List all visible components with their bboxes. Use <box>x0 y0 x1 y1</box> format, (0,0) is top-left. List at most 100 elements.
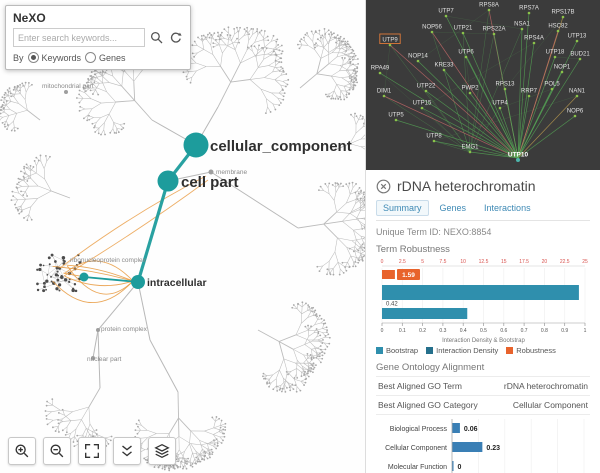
search-icon[interactable] <box>148 30 164 46</box>
gene-node[interactable] <box>394 118 398 122</box>
tree-node-label[interactable]: intracellular <box>147 277 207 289</box>
gene-node-label[interactable]: UTP13 <box>568 34 587 40</box>
gene-node-label[interactable]: NSA1 <box>514 22 530 28</box>
tree-node-label-small[interactable]: mitochondrial part <box>42 83 94 90</box>
gene-node-label[interactable]: RPS7A <box>519 6 539 12</box>
gene-node-label[interactable]: UTP7 <box>438 9 454 15</box>
gene-node[interactable] <box>461 31 465 35</box>
tree-node-label[interactable]: cellular_component <box>210 138 352 155</box>
gene-node[interactable] <box>527 94 531 98</box>
gene-node-label[interactable]: UTP8 <box>426 134 442 140</box>
gene-node[interactable] <box>498 106 502 110</box>
gene-node[interactable] <box>503 87 507 91</box>
gene-node-label[interactable]: UTP18 <box>546 50 565 56</box>
gene-node[interactable] <box>561 15 565 19</box>
zoom-in-button[interactable] <box>8 437 36 465</box>
gene-node-label[interactable]: RPS13 <box>495 82 515 88</box>
gene-node[interactable] <box>378 71 382 75</box>
ontology-node[interactable] <box>183 132 209 158</box>
gene-node-label[interactable]: UTP22 <box>417 84 436 90</box>
gene-node[interactable] <box>487 8 491 12</box>
gene-node-label[interactable]: PWP2 <box>461 86 479 92</box>
gene-node[interactable] <box>444 14 448 18</box>
gene-node-label[interactable]: NOP56 <box>422 25 442 31</box>
gene-node[interactable] <box>578 57 582 61</box>
gene-node-label[interactable]: UTP21 <box>454 26 473 32</box>
go-category-label: Best Aligned GO Category <box>376 395 492 415</box>
tree-node-label-small[interactable]: nuclear part <box>87 356 122 363</box>
gene-network-svg[interactable]: UTP7 RPS8A RPS7A RPS17B NOP56 UTP21 RPS22A NSA1… <box>366 0 600 170</box>
gene-node-label[interactable]: UTP9 <box>382 38 398 44</box>
gene-node-label[interactable]: UTP15 <box>413 101 432 107</box>
ontology-node[interactable] <box>157 170 179 192</box>
tree-node-label-small[interactable]: membrane <box>216 169 247 176</box>
gene-node-label[interactable]: POL5 <box>544 82 560 88</box>
gene-node[interactable] <box>560 70 564 74</box>
gene-node-label[interactable]: RPS4A <box>524 36 544 42</box>
gene-node[interactable] <box>416 59 420 63</box>
fit-to-screen-button[interactable] <box>78 437 106 465</box>
tab-interactions[interactable]: Interactions <box>484 203 531 213</box>
gene-node-label[interactable]: NOP14 <box>408 54 428 60</box>
ontology-node[interactable] <box>79 272 89 282</box>
gene-node[interactable] <box>573 114 577 118</box>
gene-node-label[interactable]: UTP10 <box>508 152 529 159</box>
gene-node-label[interactable]: RPS8A <box>479 3 499 9</box>
gene-node[interactable] <box>382 94 386 98</box>
gene-node[interactable] <box>520 27 524 31</box>
gene-node[interactable] <box>430 30 434 34</box>
tree-node-label[interactable]: cell part <box>181 174 239 191</box>
layers-button[interactable] <box>148 437 176 465</box>
gene-node[interactable] <box>468 91 472 95</box>
gene-node[interactable] <box>575 94 579 98</box>
radio-keywords-circle[interactable] <box>27 52 39 63</box>
ontology-node[interactable] <box>131 275 145 289</box>
tree-node-label-small[interactable]: ribonucleoprotein complex <box>70 257 147 264</box>
gene-node[interactable] <box>553 55 557 59</box>
gene-node[interactable] <box>575 39 579 43</box>
zoom-out-button[interactable] <box>43 437 71 465</box>
gene-node[interactable] <box>464 55 468 59</box>
gene-node[interactable] <box>556 29 560 33</box>
gene-node[interactable] <box>442 68 446 72</box>
radio-keywords[interactable]: Keywords <box>27 52 81 63</box>
search-input[interactable] <box>13 28 145 47</box>
gene-node[interactable] <box>424 89 428 93</box>
gene-node-label[interactable]: UTP4 <box>492 101 508 107</box>
gene-node-label[interactable]: NOP1 <box>554 65 571 71</box>
collapse-tree-button[interactable] <box>113 437 141 465</box>
gene-node-label[interactable]: NOP6 <box>567 109 584 115</box>
gene-network-panel[interactable]: UTP7 RPS8A RPS7A RPS17B NOP56 UTP21 RPS22A NSA1… <box>366 0 600 170</box>
gene-node[interactable] <box>432 139 436 143</box>
gene-node[interactable] <box>532 41 536 45</box>
gene-node-label[interactable]: RPS17B <box>551 10 574 16</box>
gene-node-label[interactable]: UTP5 <box>388 113 404 119</box>
gene-node-label[interactable]: UTP6 <box>458 50 474 56</box>
gene-node[interactable] <box>516 158 520 162</box>
gene-node[interactable] <box>388 43 392 47</box>
gene-node-label[interactable]: EMG1 <box>461 145 479 151</box>
gene-node[interactable] <box>492 32 496 36</box>
gene-node-label[interactable]: HSC82 <box>548 24 568 30</box>
gene-node[interactable] <box>420 106 424 110</box>
gene-node-label[interactable]: KRE33 <box>434 63 454 69</box>
reset-search-icon[interactable] <box>167 30 183 46</box>
gene-node-label[interactable]: RPA49 <box>371 66 390 72</box>
tree-node-label-small[interactable]: protein complex <box>101 326 148 333</box>
gene-node[interactable] <box>550 87 554 91</box>
svg-text:1.59: 1.59 <box>402 272 415 279</box>
gene-node[interactable] <box>527 11 531 15</box>
tab-summary[interactable]: Summary <box>376 200 429 216</box>
tab-genes[interactable]: Genes <box>439 203 467 213</box>
gene-node-label[interactable]: NAN1 <box>569 89 586 95</box>
close-icon[interactable] <box>376 179 391 194</box>
radio-genes-circle[interactable] <box>85 52 97 63</box>
gene-node[interactable] <box>468 150 472 154</box>
radio-genes[interactable]: Genes <box>85 52 126 63</box>
gene-node-label[interactable]: RRP7 <box>521 89 538 95</box>
gene-node-label[interactable]: DIM1 <box>377 89 392 95</box>
gene-node-label[interactable]: BUD21 <box>570 52 590 58</box>
gene-node-label[interactable]: RPS22A <box>482 27 505 33</box>
